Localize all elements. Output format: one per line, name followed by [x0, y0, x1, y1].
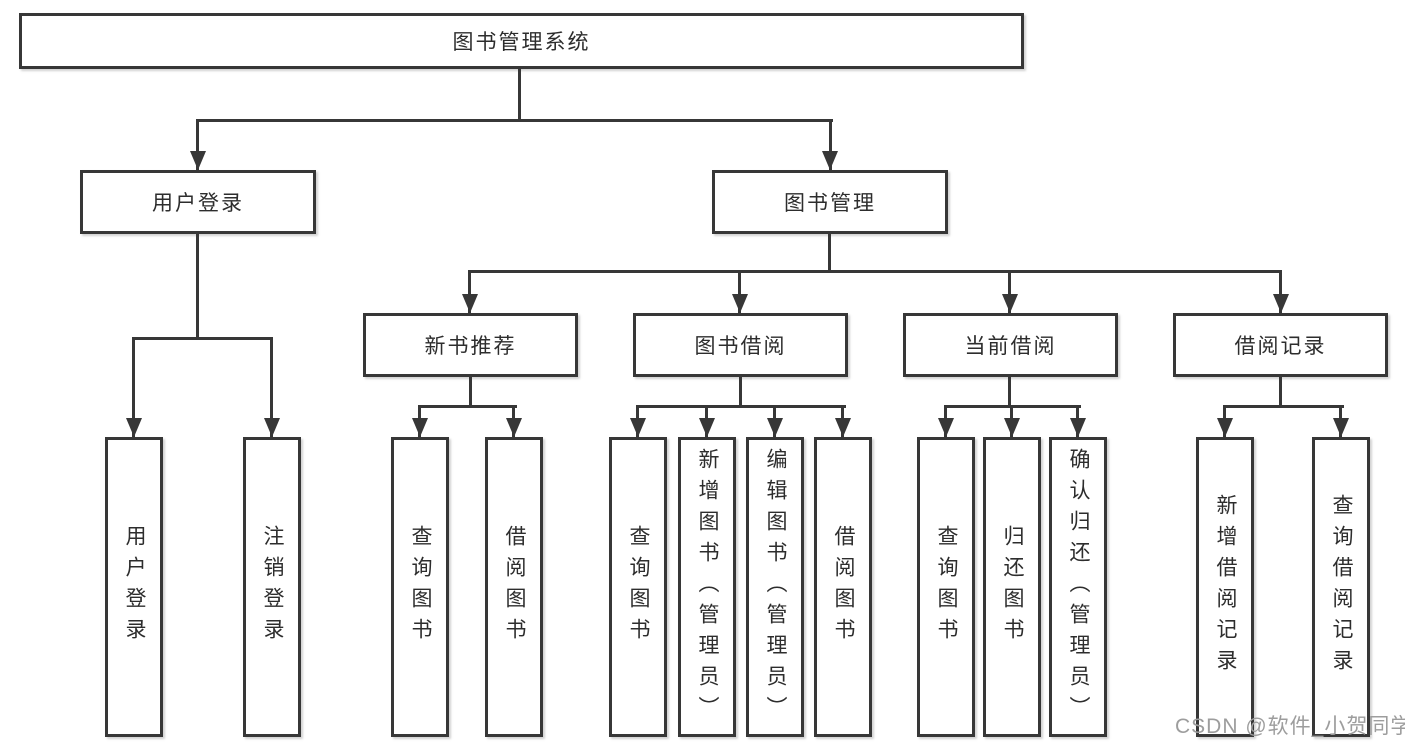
arrow-down-icon	[190, 151, 206, 170]
arrow-down-icon	[1333, 418, 1349, 437]
connector-line	[1008, 273, 1011, 313]
connector-line	[1279, 273, 1282, 313]
node-query-borrow-record: 查询借阅记录	[1312, 437, 1370, 737]
connector-line	[468, 273, 471, 313]
connector-line	[270, 340, 273, 437]
connector-line	[828, 234, 831, 273]
node-new-book-recommendation: 新书推荐	[363, 313, 578, 377]
arrow-down-icon	[938, 418, 954, 437]
arrow-down-icon	[462, 294, 478, 313]
connector-line	[738, 273, 741, 313]
connector-line	[518, 69, 521, 122]
arrow-down-icon	[1004, 418, 1020, 437]
connector-line	[1223, 405, 1344, 408]
arrow-down-icon	[126, 418, 142, 437]
node-user-login: 用户登录	[80, 170, 316, 234]
node-edit-book-admin: 编辑图书（管理员）	[746, 437, 804, 737]
connector-line	[944, 405, 1081, 408]
node-query-books-borrowing: 查询图书	[609, 437, 667, 737]
connector-line	[418, 405, 517, 408]
node-book-management: 图书管理	[712, 170, 948, 234]
arrow-down-icon	[767, 418, 783, 437]
arrow-down-icon	[1273, 294, 1289, 313]
arrow-down-icon	[1070, 418, 1086, 437]
connector-line	[196, 234, 199, 340]
node-confirm-return-admin: 确认归还（管理员）	[1049, 437, 1107, 737]
node-current-borrowing: 当前借阅	[903, 313, 1118, 377]
node-query-books-current: 查询图书	[917, 437, 975, 737]
node-borrowing-records: 借阅记录	[1173, 313, 1388, 377]
connector-line	[132, 340, 135, 437]
connector-line	[196, 119, 833, 122]
arrow-down-icon	[1217, 418, 1233, 437]
connector-line	[132, 337, 273, 340]
arrow-down-icon	[822, 151, 838, 170]
connector-line	[468, 270, 1282, 273]
node-book-borrowing: 图书借阅	[633, 313, 848, 377]
node-add-borrow-record: 新增借阅记录	[1196, 437, 1254, 737]
node-borrow-books-borrowing: 借阅图书	[814, 437, 872, 737]
arrow-down-icon	[412, 418, 428, 437]
connector-line	[829, 119, 832, 170]
connector-line	[1279, 377, 1282, 405]
node-library-management-system: 图书管理系统	[19, 13, 1024, 69]
node-return-book: 归还图书	[983, 437, 1041, 737]
connector-line	[739, 377, 742, 405]
connector-line	[196, 119, 199, 170]
node-borrow-books-recommend: 借阅图书	[485, 437, 543, 737]
arrow-down-icon	[630, 418, 646, 437]
arrow-down-icon	[264, 418, 280, 437]
arrow-down-icon	[835, 418, 851, 437]
arrow-down-icon	[1002, 294, 1018, 313]
node-query-books-recommend: 查询图书	[391, 437, 449, 737]
watermark: CSDN @软件_小贺同学	[1175, 715, 1405, 738]
arrow-down-icon	[506, 418, 522, 437]
node-user-login-leaf: 用户登录	[105, 437, 163, 737]
connector-line	[1008, 377, 1011, 405]
node-logout: 注销登录	[243, 437, 301, 737]
arrow-down-icon	[699, 418, 715, 437]
connector-line	[469, 377, 472, 405]
arrow-down-icon	[732, 294, 748, 313]
node-add-book-admin: 新增图书（管理员）	[678, 437, 736, 737]
connector-line	[636, 405, 846, 408]
